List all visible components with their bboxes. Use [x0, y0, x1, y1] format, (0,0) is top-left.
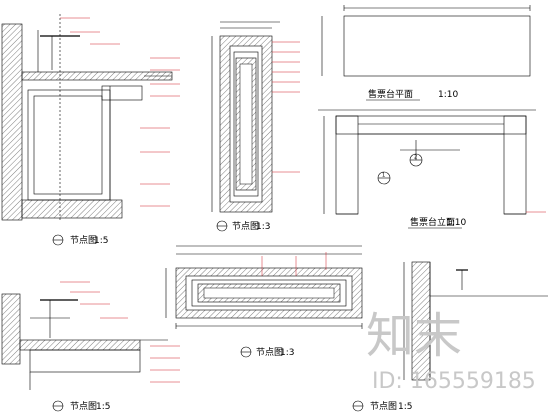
detail-4-annotations [60, 281, 180, 383]
detail-3-scale: 1:3 [280, 348, 294, 358]
elevation-view-scale: 1:10 [446, 218, 466, 228]
detail-1-section [1, 14, 173, 222]
detail-2-title: 节点图 1:3 [216, 220, 270, 232]
detail-1-title: 节点图 1:5 [52, 234, 108, 246]
detail-2-label: 节点图 [232, 221, 259, 232]
watermark: 知末 ID: 165559185 [366, 308, 536, 394]
plan-view-scale: 1:10 [438, 90, 458, 100]
detail-3-label: 节点图 [256, 347, 283, 358]
detail-2-annotations [272, 41, 300, 173]
elevation-view-label: 售票台立面 [410, 216, 455, 228]
detail-4-scale: 1:5 [96, 402, 110, 412]
detail-1-annotations [60, 17, 180, 207]
callout-2-number: 2 [414, 155, 417, 161]
plan-callouts: 2 1 [377, 153, 546, 213]
watermark-id: ID: 165559185 [372, 369, 536, 394]
plan-view-label: 售票台平面 [368, 88, 413, 100]
detail-3-section [165, 245, 363, 329]
watermark-logo: 知末 [366, 308, 462, 364]
detail-1-scale: 1:5 [94, 236, 108, 246]
detail-5-title: 节点图 1:5 [352, 400, 412, 412]
elevation-view [321, 5, 531, 77]
detail-5-scale: 1:5 [398, 402, 412, 412]
detail-4-section [1, 293, 168, 390]
detail-4-title: 节点图 1:5 [52, 400, 110, 412]
detail-3-title: 节点图 1:3 [240, 346, 294, 358]
detail-4-label: 节点图 [70, 401, 97, 412]
detail-5-label: 节点图 [370, 401, 397, 412]
elevation-view-title: 售票台立面 1:10 [408, 216, 466, 229]
callout-1-number: 1 [382, 173, 385, 179]
detail-5-section [403, 261, 548, 381]
detail-3-annotations [261, 252, 327, 276]
detail-2-scale: 1:3 [256, 222, 270, 232]
detail-1-label: 节点图 [70, 235, 97, 246]
detail-2-section [211, 21, 280, 213]
plan-view [318, 109, 536, 215]
plan-view-title: 售票台平面 1:10 [366, 88, 458, 101]
